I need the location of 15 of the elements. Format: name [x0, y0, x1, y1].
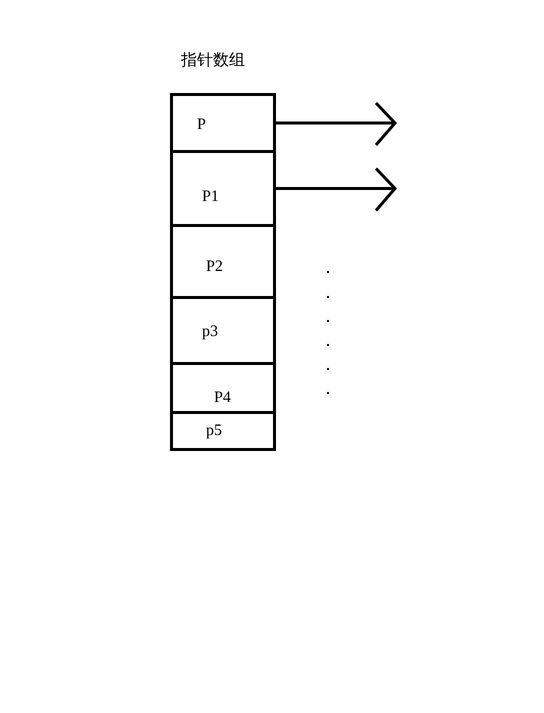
cell-label: P1 — [202, 188, 219, 206]
array-cell — [170, 411, 276, 451]
cell-label: P4 — [214, 389, 231, 407]
cell-label: p5 — [206, 422, 222, 440]
arrow — [276, 102, 396, 146]
array-cell — [170, 224, 276, 296]
cell-label: P2 — [206, 258, 223, 276]
array-cell — [170, 296, 276, 362]
arrow — [276, 167, 396, 212]
cell-label: P — [197, 116, 206, 134]
diagram-title: 指针数组 — [181, 50, 245, 70]
array-cell — [170, 150, 276, 224]
array-cell — [170, 93, 276, 150]
array-cell — [170, 362, 276, 411]
cell-label: p3 — [202, 323, 218, 341]
